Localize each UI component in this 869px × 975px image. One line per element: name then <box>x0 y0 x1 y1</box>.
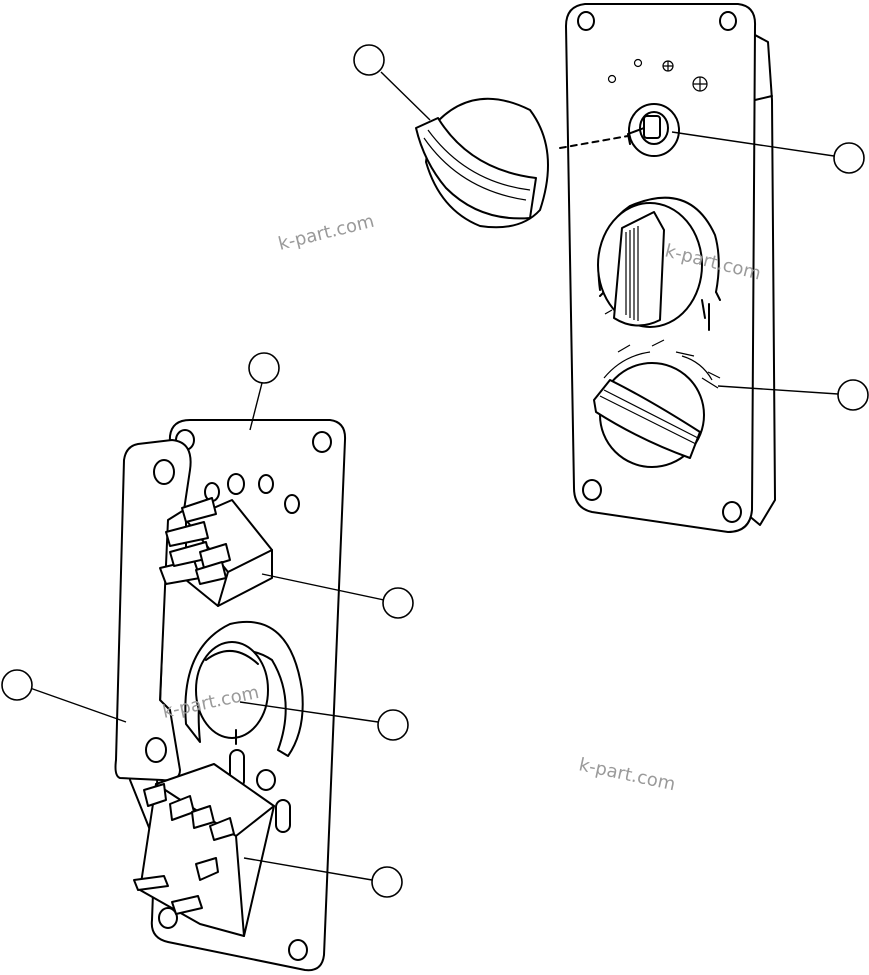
rotary-switch <box>184 620 304 757</box>
mode-knob <box>593 339 721 468</box>
callout-balloon <box>371 866 403 898</box>
fan-knob <box>415 97 629 229</box>
mounting-hole <box>288 939 308 961</box>
watermark-text: k-part.com <box>276 211 376 255</box>
callout-balloon <box>1 669 33 701</box>
temperature-knob <box>597 196 721 331</box>
watermark-text: k-part.com <box>577 754 677 795</box>
control-panel-assembly <box>415 3 776 533</box>
mounting-hole <box>719 11 737 31</box>
callout-balloon <box>833 142 865 174</box>
lower-connector <box>133 763 275 937</box>
fan-speed-icons <box>607 58 708 92</box>
callout-balloon <box>837 379 869 411</box>
mounting-hole <box>582 479 602 501</box>
switch-plate-assembly <box>114 419 347 972</box>
callout-balloon <box>353 44 385 76</box>
fan-switch-shaft <box>627 103 680 157</box>
callouts <box>1 44 869 898</box>
mounting-hole <box>158 907 178 929</box>
mounting-hole <box>577 11 595 31</box>
upper-connector <box>159 497 273 607</box>
callout-balloon <box>382 587 414 619</box>
callout-balloon <box>248 352 280 384</box>
callout-balloon <box>377 709 409 741</box>
mounting-hole <box>722 501 742 523</box>
mounting-hole <box>312 431 332 453</box>
